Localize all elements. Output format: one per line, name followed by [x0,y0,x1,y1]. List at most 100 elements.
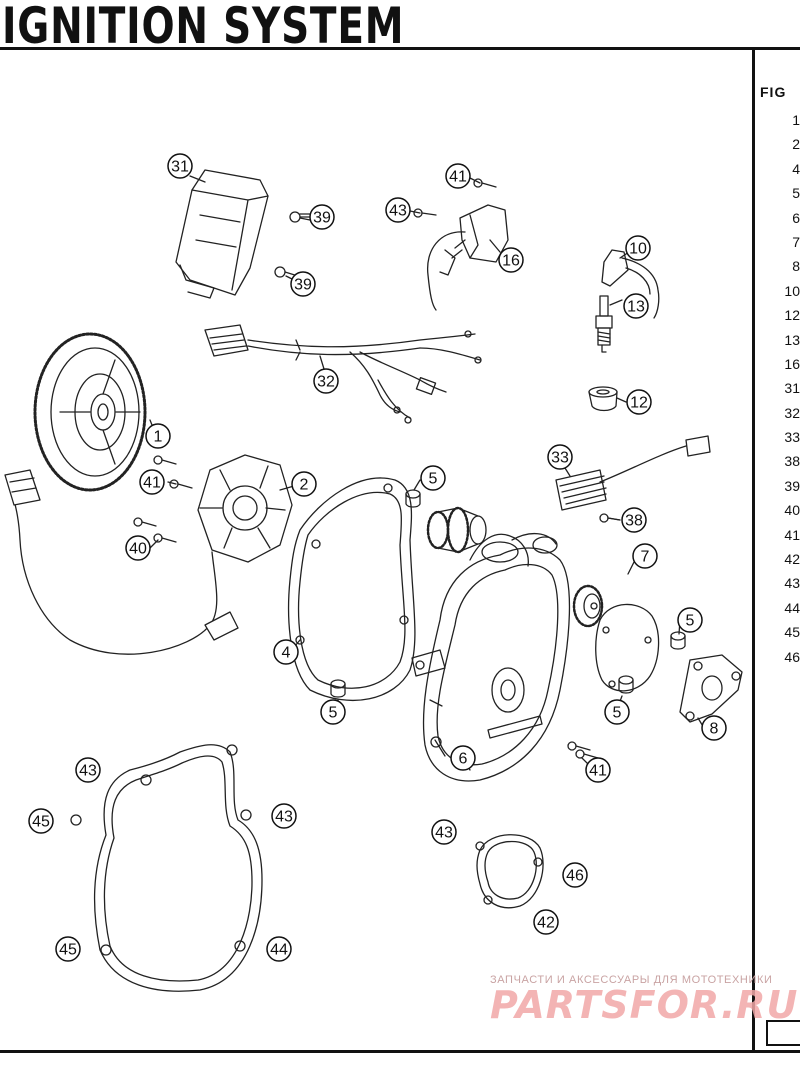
ignition-coil-part[interactable] [427,204,509,311]
callout-label: 5 [686,613,695,630]
screw-40-part[interactable] [133,517,177,543]
callout-31[interactable]: 31 [167,153,193,179]
small-gasket-part[interactable] [595,603,660,692]
callout-circle [604,699,630,725]
callout-16[interactable]: 16 [498,247,524,273]
callout-circle [55,936,81,962]
callout-circle [320,699,346,725]
callout-label: 38 [625,513,643,530]
callout-circle [290,271,316,297]
callout-5c[interactable]: 5 [320,699,346,725]
callout-circle [621,507,647,533]
small-cover-part[interactable] [679,654,743,723]
callout-38[interactable]: 38 [621,507,647,533]
callout-43b[interactable]: 43 [75,757,101,783]
callout-45a[interactable]: 45 [28,808,54,834]
callout-label: 39 [313,210,331,227]
callout-7[interactable]: 7 [632,543,658,569]
spark-plug-part[interactable] [595,295,613,353]
round-gasket-part[interactable] [475,834,544,909]
screw-41-cover-part[interactable] [567,741,599,759]
callout-32[interactable]: 32 [313,368,339,394]
callout-label: 41 [143,475,161,492]
dowel-5b-part[interactable] [670,631,686,650]
parts-list-row: 44 [784,599,800,616]
stator-part[interactable] [4,454,293,655]
callout-44[interactable]: 44 [266,936,292,962]
callout-10[interactable]: 10 [625,235,651,261]
callout-circle [431,819,457,845]
callout-41c[interactable]: 41 [585,757,611,783]
wiring-harness-part[interactable] [204,324,482,424]
parts-list-row: 45 [784,624,800,641]
voltage-regulator-part[interactable] [555,435,711,511]
callout-circle [632,543,658,569]
callout-12[interactable]: 12 [626,389,652,415]
callout-5d[interactable]: 5 [604,699,630,725]
callout-label: 16 [502,253,520,270]
callout-circle [271,803,297,829]
parts-list-row: 4 [792,160,800,177]
callout-8[interactable]: 8 [701,715,727,741]
screw-41-stator-part[interactable] [153,455,193,489]
dowel-5a-part[interactable] [405,489,421,508]
cdi-unit-part[interactable] [175,169,269,299]
callout-label: 43 [435,825,453,842]
parts-list-row: 12 [784,307,800,324]
parts-list-row: 40 [784,502,800,519]
spark-plug-seal-part[interactable] [588,386,618,412]
callout-42[interactable]: 42 [533,909,559,935]
callout-2[interactable]: 2 [291,471,317,497]
callout-label: 8 [710,721,719,738]
callout-label: 1 [154,429,163,446]
callout-41a[interactable]: 41 [445,163,471,189]
top-rule [0,47,800,50]
screw-39-upper-part[interactable] [289,211,313,223]
callout-13[interactable]: 13 [623,293,649,319]
callout-43d[interactable]: 43 [431,819,457,845]
callout-label: 43 [275,809,293,826]
callout-5a[interactable]: 5 [420,465,446,491]
drive-gear-part[interactable] [572,584,604,628]
large-gasket-part[interactable] [70,744,263,992]
callout-label: 6 [459,751,468,768]
callout-4[interactable]: 4 [273,639,299,665]
callout-39b[interactable]: 39 [290,271,316,297]
callout-label: 7 [641,549,650,566]
ignition-cover-part[interactable] [411,533,571,782]
callout-1[interactable]: 1 [145,423,171,449]
idler-gear-part[interactable] [426,506,487,554]
callout-6[interactable]: 6 [450,745,476,771]
callout-46[interactable]: 46 [562,862,588,888]
dowel-5d-part[interactable] [618,675,634,694]
parts-list-row: 31 [784,380,800,397]
callout-45b[interactable]: 45 [55,936,81,962]
dowel-5c-part[interactable] [330,679,346,698]
callout-circle [585,757,611,783]
callout-40[interactable]: 40 [125,535,151,561]
callout-33[interactable]: 33 [547,444,573,470]
callout-circle [125,535,151,561]
callout-label: 43 [79,763,97,780]
callout-circle [273,639,299,665]
callout-label: 32 [317,374,335,391]
parts-list-row: 10 [784,282,800,299]
screw-43-coil-part[interactable] [413,208,437,218]
parts-list-row: 39 [784,477,800,494]
screw-41-coil-part[interactable] [473,178,497,188]
cover-gasket-part[interactable] [288,477,416,702]
parts-list-row: 6 [792,209,800,226]
callout-43a[interactable]: 43 [385,197,411,223]
callout-5b[interactable]: 5 [677,607,703,633]
callout-43c[interactable]: 43 [271,803,297,829]
callout-39a[interactable]: 39 [309,204,335,230]
flywheel-rotor-part[interactable] [33,332,147,492]
callout-label: 45 [59,942,77,959]
callout-circle [626,389,652,415]
parts-list-row: 1 [792,112,800,128]
spark-plug-connector-part[interactable] [601,249,660,319]
callout-41b[interactable]: 41 [139,469,165,495]
callout-label: 13 [627,299,645,316]
watermark-brand: PARTSFOR.RU [490,983,799,1027]
